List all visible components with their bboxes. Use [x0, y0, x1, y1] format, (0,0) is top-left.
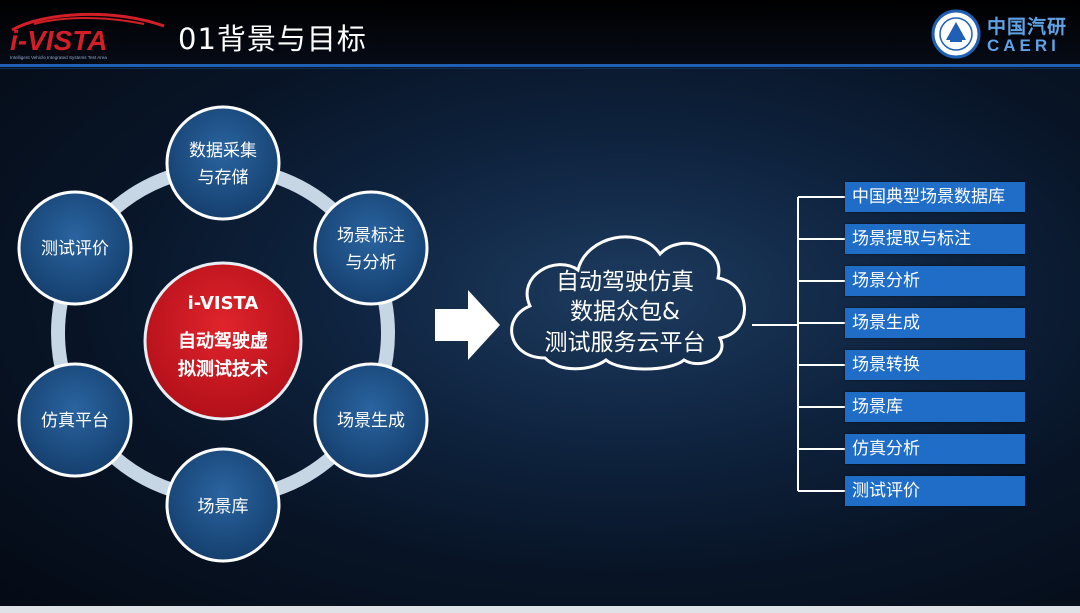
node-data-collection-line1: 数据采集: [189, 141, 257, 161]
node-simulation-platform-label: 仿真平台: [41, 411, 109, 431]
header-divider: [0, 64, 1080, 67]
node-data-collection-line2: 与存储: [198, 168, 249, 188]
ivista-logo: i-VISTA Intelligent Vehicle Integrated S…: [4, 8, 172, 62]
node-scenario-annotation-line2: 与分析: [346, 253, 397, 273]
cloud-shape: [510, 235, 746, 371]
right-arrow-icon: [435, 290, 500, 360]
caeri-name-cn: 中国汽研: [987, 16, 1068, 38]
service-item-typical-scenario-db: 中国典型场景数据库: [845, 182, 1025, 212]
caeri-name-en: CAERI: [987, 36, 1060, 55]
caeri-emblem-icon: [931, 9, 981, 59]
center-label-line3: 拟测试技术: [178, 358, 268, 380]
node-scenario-annotation: [313, 190, 429, 306]
node-scenario-library: [165, 447, 281, 563]
ivista-logo-subtext: Intelligent Vehicle Integrated Systems T…: [10, 55, 107, 60]
node-data-collection: [165, 105, 281, 221]
header-bar: [0, 0, 1080, 64]
service-item-scenario-conversion: 场景转换: [845, 350, 1025, 380]
cloud-label-line1: 自动驾驶仿真: [556, 269, 694, 295]
node-test-evaluation-label: 测试评价: [41, 239, 109, 259]
ivista-logo-text: i-VISTA: [10, 25, 107, 56]
node-scenario-generation: [313, 362, 429, 478]
header-divider-thin: [0, 68, 1080, 69]
service-item-scenario-extraction: 场景提取与标注: [845, 224, 1025, 254]
center-circle: [143, 261, 303, 421]
service-item-scenario-analysis: 场景分析: [845, 266, 1025, 296]
node-scenario-generation-label: 场景生成: [337, 411, 405, 431]
node-test-evaluation: [17, 190, 133, 306]
page-title: 01背景与目标: [178, 22, 367, 56]
node-scenario-library-label: 场景库: [198, 497, 249, 517]
node-scenario-annotation-line1: 场景标注: [337, 226, 405, 246]
caeri-logo: 中国汽研 CAERI: [930, 8, 1078, 60]
service-item-test-evaluation: 测试评价: [845, 476, 1025, 506]
node-simulation-platform: [17, 362, 133, 478]
cloud-label-line3: 测试服务云平台: [545, 330, 706, 356]
bottom-strip: [0, 606, 1080, 613]
cloud-label-line2: 数据众包&: [570, 299, 680, 325]
service-item-scenario-generation: 场景生成: [845, 308, 1025, 338]
center-label-line2: 自动驾驶虚: [178, 330, 268, 352]
bracket-ticks: [798, 196, 845, 492]
service-item-scenario-library: 场景库: [845, 392, 1025, 422]
service-item-simulation-analysis: 仿真分析: [845, 434, 1025, 464]
center-label-brand: i-VISTA: [188, 293, 259, 314]
